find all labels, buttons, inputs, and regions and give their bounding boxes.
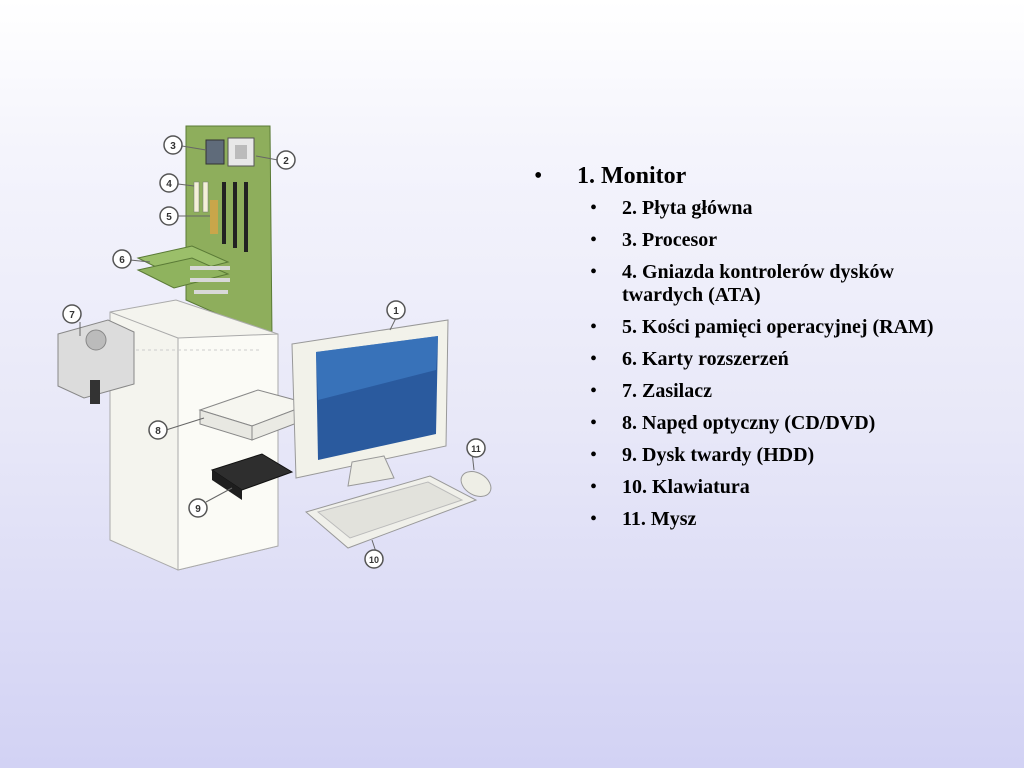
svg-text:4: 4 bbox=[166, 179, 172, 190]
list-item-label: 9. Dysk twardy (HDD) bbox=[622, 444, 815, 466]
callout-4 bbox=[159, 173, 179, 193]
callout-1 bbox=[386, 300, 406, 320]
component-list: • 1. Monitor • 2. Płyta główna • 3. Proces… bbox=[534, 162, 1004, 540]
svg-text:10: 10 bbox=[369, 555, 379, 565]
bullet-icon: • bbox=[590, 261, 598, 283]
motherboard-icon bbox=[185, 125, 273, 339]
list-item-label: 5. Kości pamięci operacyjnej (RAM) bbox=[622, 316, 934, 338]
list-item-label: 10. Klawiatura bbox=[622, 476, 750, 498]
callout-8 bbox=[148, 420, 168, 440]
bullet-icon: • bbox=[590, 476, 598, 498]
bullet-icon: • bbox=[590, 197, 598, 219]
callout-2 bbox=[276, 150, 296, 170]
list-item-label: 1. Monitor bbox=[577, 163, 687, 189]
svg-text:11: 11 bbox=[471, 444, 481, 454]
mouse-icon bbox=[460, 471, 492, 497]
list-item: • 6. Karty rozszerzeń bbox=[590, 348, 1004, 371]
list-item-label: 8. Napęd optyczny (CD/DVD) bbox=[622, 412, 876, 434]
list-item-label: 3. Procesor bbox=[622, 229, 718, 251]
bullet-icon: • bbox=[590, 508, 598, 530]
svg-text:3: 3 bbox=[170, 141, 176, 152]
callout-7 bbox=[62, 304, 82, 324]
list-item: • 11. Mysz bbox=[590, 508, 1004, 531]
bullet-icon: • bbox=[590, 444, 598, 466]
expansion-cards-icon bbox=[136, 245, 230, 294]
svg-text:2: 2 bbox=[283, 156, 289, 167]
list-item-label: 2. Płyta główna bbox=[622, 197, 753, 219]
list-item: • 9. Dysk twardy (HDD) bbox=[590, 444, 1004, 467]
svg-text:5: 5 bbox=[166, 212, 172, 223]
list-item-label: 7. Zasilacz bbox=[622, 380, 712, 402]
list-item-label: 6. Karty rozszerzeń bbox=[622, 348, 789, 370]
callout-9 bbox=[188, 498, 208, 518]
callout-6 bbox=[112, 249, 132, 269]
monitor-icon bbox=[291, 319, 449, 487]
hard-drive-icon bbox=[210, 453, 294, 500]
svg-text:9: 9 bbox=[195, 504, 201, 515]
bullet-icon: • bbox=[590, 316, 598, 338]
bullet-icon: • bbox=[534, 163, 543, 189]
list-item: • 8. Napęd optyczny (CD/DVD) bbox=[590, 412, 1004, 435]
list-item: • 10. Klawiatura bbox=[590, 476, 1004, 499]
svg-text:1: 1 bbox=[393, 306, 399, 317]
list-item: • 2. Płyta główna bbox=[590, 197, 1004, 220]
list-item: • 7. Zasilacz bbox=[590, 380, 1004, 403]
bullet-icon: • bbox=[590, 412, 598, 434]
callout-3 bbox=[163, 135, 183, 155]
computer-components-illustration: 3 2 4 5 6 7 8 9 1 11 10 bbox=[57, 125, 492, 571]
list-item-label: 4. Gniazda kontrolerów dysków twardych (… bbox=[622, 261, 894, 306]
svg-text:8: 8 bbox=[155, 426, 161, 437]
callout-11 bbox=[466, 438, 486, 458]
callout-10 bbox=[364, 549, 384, 569]
list-item: • 3. Procesor bbox=[590, 229, 1004, 252]
power-supply-icon bbox=[57, 319, 135, 404]
list-item: • 5. Kości pamięci operacyjnej (RAM) bbox=[590, 316, 1004, 339]
svg-text:6: 6 bbox=[119, 255, 125, 266]
bullet-icon: • bbox=[590, 380, 598, 402]
list-item-label: 11. Mysz bbox=[622, 508, 697, 530]
bullet-icon: • bbox=[590, 229, 598, 251]
list-item-main: • 1. Monitor bbox=[534, 162, 1004, 191]
keyboard-icon bbox=[304, 475, 478, 549]
list-item: • 4. Gniazda kontrolerów dysków twardych … bbox=[590, 261, 1004, 307]
sub-list: • 2. Płyta główna • 3. Procesor • 4. Gniazd… bbox=[534, 197, 1004, 531]
svg-text:7: 7 bbox=[69, 310, 75, 321]
bullet-icon: • bbox=[590, 348, 598, 370]
callout-5 bbox=[159, 206, 179, 226]
